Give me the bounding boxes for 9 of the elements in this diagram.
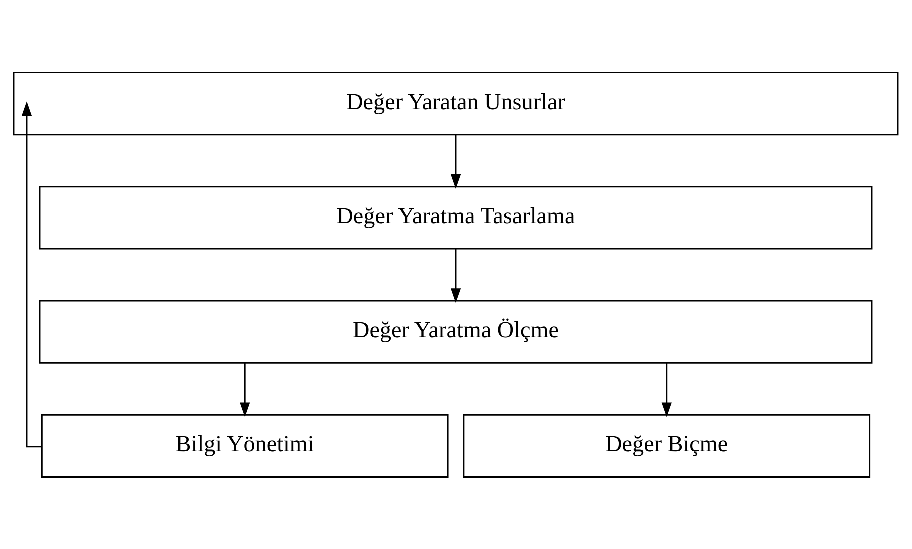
node-box: Değer Yaratma Tasarlama [39, 186, 873, 250]
node-box: Bilgi Yönetimi [41, 414, 449, 478]
node-box: Değer Yaratan Unsurlar [13, 72, 899, 136]
node-box: Değer Biçme [463, 414, 871, 478]
arrow [450, 134, 462, 188]
arrow [450, 248, 462, 303]
node-box: Değer Yaratma Ölçme [39, 300, 873, 364]
arrow [240, 362, 250, 417]
arrow [662, 362, 672, 417]
